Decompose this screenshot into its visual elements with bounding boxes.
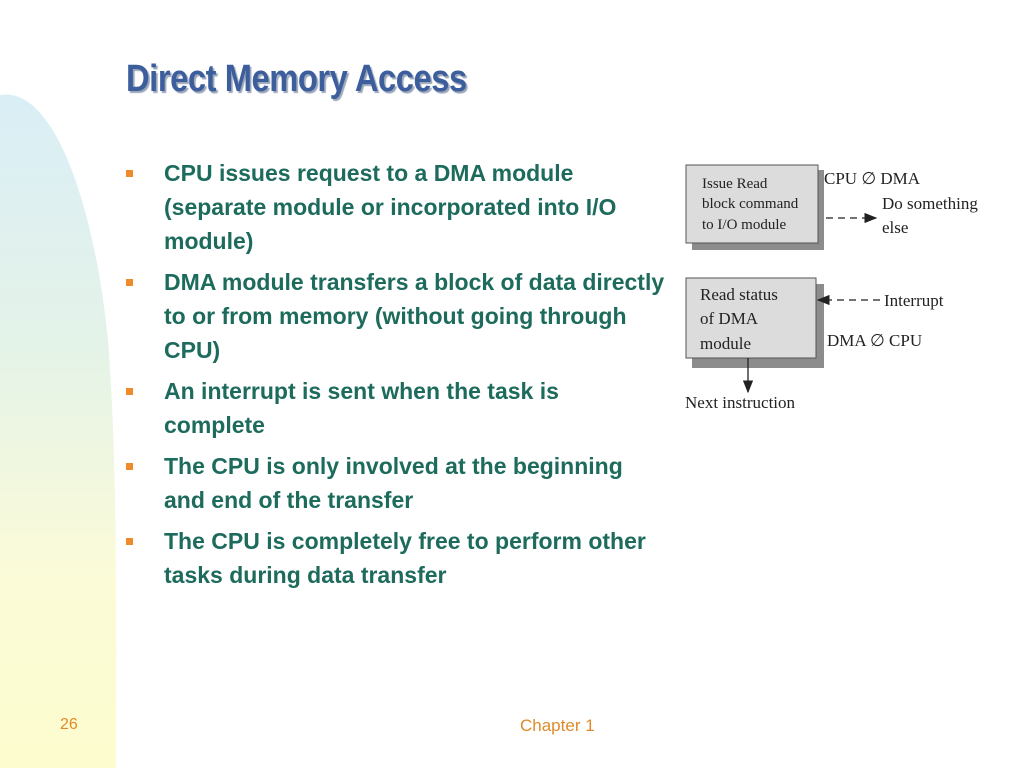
bullet-item: The CPU is only involved at the beginnin…: [126, 449, 666, 517]
box1-line: to I/O module: [702, 217, 786, 233]
bullet-text: The CPU is completely free to perform ot…: [164, 528, 646, 588]
box2-line: Read status: [700, 285, 778, 304]
box2-line: module: [700, 334, 751, 353]
dma-flow-diagram: Issue Read block command to I/O module C…: [685, 164, 978, 412]
bullet-text: The CPU is only involved at the beginnin…: [164, 453, 623, 513]
bullet-square-icon: [126, 170, 133, 177]
box2-line: of DMA: [700, 309, 759, 328]
bullet-list: CPU issues request to a DMA module (sepa…: [126, 156, 666, 599]
bullet-text: DMA module transfers a block of data dir…: [164, 269, 665, 363]
box1-line: Issue Read: [702, 176, 768, 192]
page-number: 26: [60, 716, 78, 733]
box1-line: block command: [702, 196, 799, 212]
bullet-text: CPU issues request to a DMA module (sepa…: [164, 160, 617, 254]
bullet-square-icon: [126, 463, 133, 470]
do-something-line: Do something: [882, 194, 978, 213]
cpu-to-dma-label: CPU ∅ DMA: [824, 169, 921, 188]
footer-chapter: Chapter 1: [520, 716, 595, 735]
bullet-item: CPU issues request to a DMA module (sepa…: [126, 156, 666, 258]
bullet-square-icon: [126, 279, 133, 286]
read-status-box: [685, 277, 817, 359]
bullet-square-icon: [126, 388, 133, 395]
bullet-item: DMA module transfers a block of data dir…: [126, 265, 666, 367]
decorative-background-band: [0, 0, 140, 768]
bullet-text: An interrupt is sent when the task is co…: [164, 378, 559, 438]
bullet-square-icon: [126, 538, 133, 545]
interrupt-label: Interrupt: [884, 291, 944, 310]
bullet-item: The CPU is completely free to perform ot…: [126, 524, 666, 592]
issue-read-box: [685, 164, 819, 244]
slide-title: Direct Memory Access: [126, 58, 467, 100]
bullet-item: An interrupt is sent when the task is co…: [126, 374, 666, 442]
next-instruction-label: Next instruction: [685, 393, 796, 412]
dma-to-cpu-label: DMA ∅ CPU: [827, 331, 922, 350]
do-something-line: else: [882, 218, 908, 237]
